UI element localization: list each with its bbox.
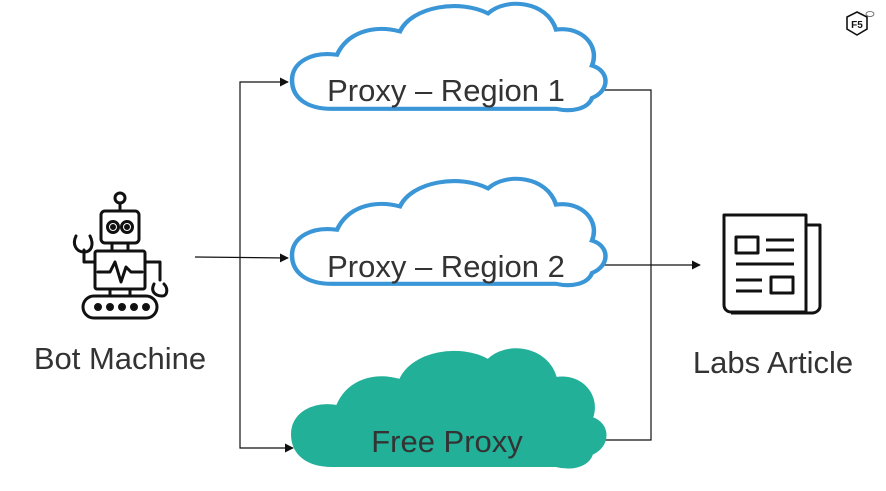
proxy-region-1-label: Proxy – Region 1 bbox=[327, 73, 565, 108]
robot-icon bbox=[72, 191, 169, 320]
bot-machine-label: Bot Machine bbox=[34, 341, 206, 376]
edge-bot-to-proxy2 bbox=[194, 253, 289, 263]
f5-logo-text: F5 bbox=[851, 20, 863, 31]
cloud-proxy-region-2: Proxy – Region 2 bbox=[292, 179, 606, 285]
connectors bbox=[194, 77, 701, 453]
edge-bot-to-free bbox=[239, 190, 294, 453]
edge-bot-to-proxy1 bbox=[239, 77, 289, 190]
cloud-free-proxy: Free Proxy bbox=[291, 348, 607, 469]
free-proxy-label: Free Proxy bbox=[371, 424, 523, 459]
labs-article-label: Labs Article bbox=[693, 345, 853, 380]
f5-logo-icon: F5 bbox=[846, 11, 875, 36]
newspaper-icon bbox=[722, 213, 822, 315]
proxy-region-2-label: Proxy – Region 2 bbox=[327, 249, 565, 284]
cloud-proxy-region-1: Proxy – Region 1 bbox=[292, 4, 606, 110]
